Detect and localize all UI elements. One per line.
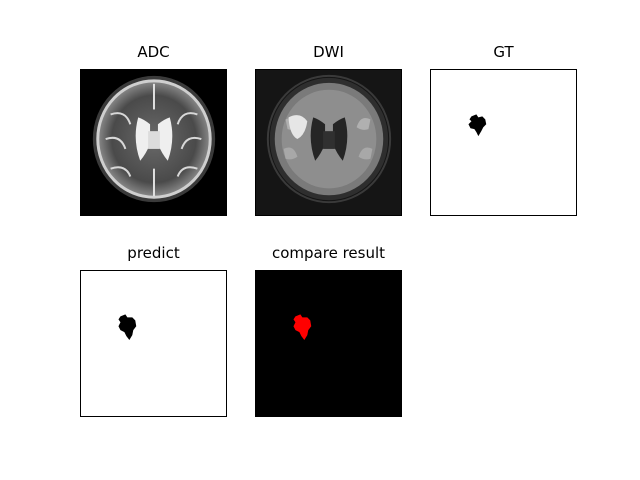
adc-image: [80, 69, 227, 216]
panel-title-compare: compare result: [271, 244, 386, 262]
panel-title-gt: GT: [493, 43, 514, 61]
compare-overlay: [256, 271, 401, 416]
panel-title-dwi: DWI: [313, 43, 344, 61]
panel-title-adc: ADC: [137, 43, 170, 61]
compare-lesion-overlay: [293, 314, 312, 341]
gt-mask-image: [430, 69, 577, 216]
predict-mask-image: [80, 270, 227, 417]
dwi-image: [255, 69, 402, 216]
compare-image: [255, 270, 402, 417]
predict-lesion-mask: [118, 314, 137, 341]
gt-lesion-mask: [468, 114, 487, 137]
dwi-brain-scan: [256, 70, 401, 215]
gt-lesion-region: [468, 114, 487, 137]
predict-lesion-region: [118, 314, 137, 341]
panel-title-predict: predict: [127, 244, 180, 262]
adc-brain-scan: [81, 70, 226, 215]
